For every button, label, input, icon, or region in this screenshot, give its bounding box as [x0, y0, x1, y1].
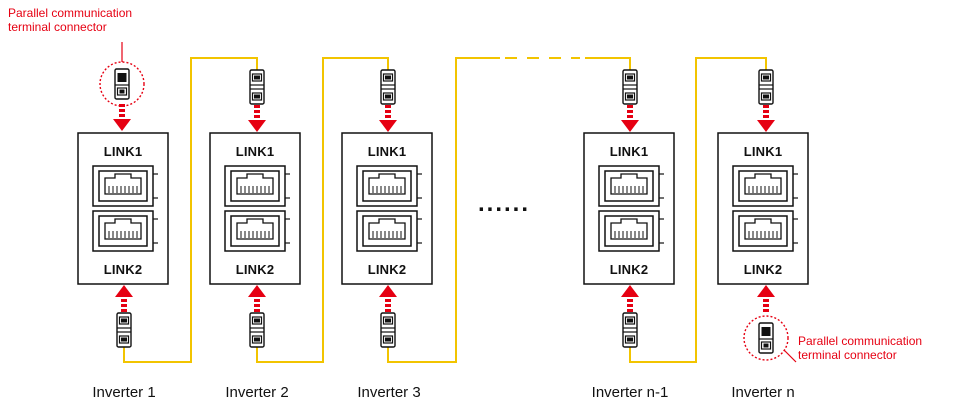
cable-dots-n-1 — [585, 57, 631, 70]
callout-top-line1: Parallel communication — [8, 6, 133, 20]
inverter-n-1-link1-label: LINK1 — [609, 144, 649, 159]
inverter-3-panel — [341, 69, 433, 348]
inverter-1-link1-label: LINK1 — [103, 144, 143, 159]
inverter-3-label: Inverter 3 — [357, 384, 421, 401]
inverter-n-1-link2-label: LINK2 — [609, 262, 649, 277]
callout-bottom-line2: terminal connector — [798, 348, 897, 362]
inverter-2-link2-label: LINK2 — [235, 262, 275, 277]
callout-leader-bottom — [783, 349, 797, 363]
inverter-3-link2-label: LINK2 — [367, 262, 407, 277]
inverter-n-1-panel — [583, 69, 675, 348]
inverter-2-link1-label: LINK1 — [235, 144, 275, 159]
inverter-n-link1-label: LINK1 — [743, 144, 783, 159]
ellipsis-more-inverters: ...... — [478, 190, 531, 217]
callout-circle-top — [99, 61, 145, 107]
inverter-n-label: Inverter n — [731, 384, 795, 401]
inverter-1-label: Inverter 1 — [92, 384, 156, 401]
terminal-connector-top — [114, 68, 130, 100]
inverter-1-panel — [77, 68, 169, 348]
callout-bottom: Parallel communication terminal connecto… — [798, 334, 922, 362]
cable-n-1-n — [629, 57, 767, 363]
inverter-n-link2-label: LINK2 — [743, 262, 783, 277]
inverter-2-panel — [209, 69, 301, 348]
callout-circle-bottom — [743, 315, 789, 361]
inverter-2-label: Inverter 2 — [225, 384, 289, 401]
inverter-n-1-label: Inverter n-1 — [591, 384, 669, 401]
inverter-n-panel — [717, 69, 809, 354]
communication-cables — [123, 57, 767, 363]
callout-bottom-line1: Parallel communication — [798, 334, 923, 348]
callout-top-line2: terminal connector — [8, 20, 107, 34]
terminal-connector-bottom — [758, 322, 774, 354]
cable-2-3 — [256, 57, 389, 363]
inverter-1-link2-label: LINK2 — [103, 262, 143, 277]
cable-3-dots — [387, 57, 500, 363]
inverter-3-link1-label: LINK1 — [367, 144, 407, 159]
cable-1-2 — [123, 57, 258, 363]
callout-top: Parallel communication terminal connecto… — [8, 6, 132, 34]
